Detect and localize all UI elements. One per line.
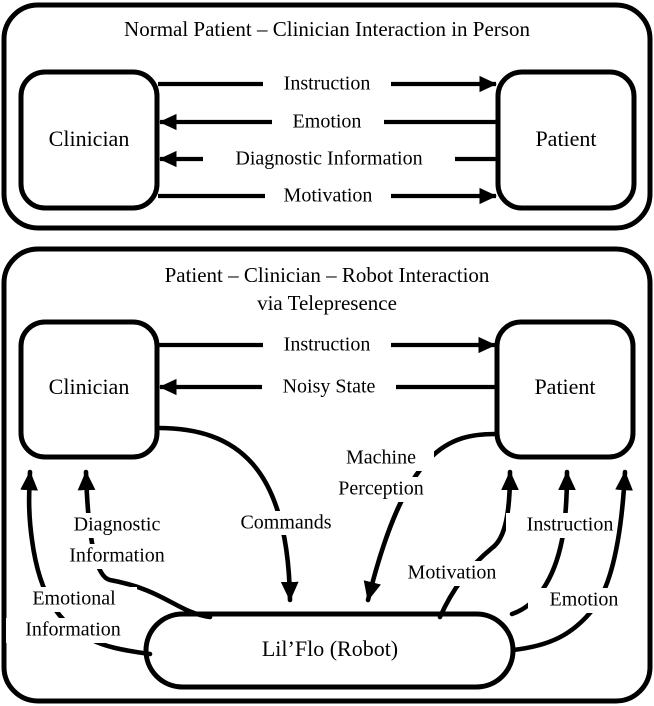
edge-instruction-in-person-label-bg: [263, 72, 391, 96]
edge-machine-perception-label-bg2: [327, 477, 437, 502]
edge-motivation-in-person: Motivation: [158, 184, 498, 208]
edge-emotion-robot: Emotion: [510, 469, 640, 653]
edge-machine-perception: Machine Perception: [327, 431, 499, 603]
edge-emotional-information-label-bg: [17, 587, 137, 612]
edge-machine-perception-label-line2: Perception: [338, 478, 424, 500]
edge-noisy-state-label-bg: [262, 375, 396, 399]
edge-emotional-information-label-line2: Information: [25, 619, 121, 641]
edge-instruction-robot: Instruction: [506, 469, 636, 617]
panel-telepresence: Patient – Clinician – Robot Interaction …: [1, 246, 653, 704]
node-clinician-in-person-label: Clinician: [49, 126, 130, 151]
edge-commands-label: Commands: [240, 512, 331, 534]
panel-telepresence-outline: [1, 246, 653, 704]
node-patient-telepresence[interactable]: [494, 319, 636, 460]
edge-diagnostic-information-in-person: Diagnostic Information: [158, 147, 497, 171]
node-patient-in-person[interactable]: [495, 69, 637, 211]
edge-commands: Commands: [155, 425, 346, 603]
edge-instruction-telepresence: Instruction: [158, 333, 497, 357]
edge-motivation-robot: Motivation: [389, 469, 519, 620]
edge-commands-label-bg: [222, 511, 346, 535]
edge-emotional-information: Emotional Information: [6, 469, 153, 657]
node-clinician-telepresence[interactable]: [18, 319, 160, 460]
edge-diagnostic-information-robot: Diagnostic Information: [50, 469, 213, 620]
edge-diagnostic-information-in-person-label: Diagnostic Information: [235, 148, 422, 170]
edge-diagnostic-information-robot-label-line2: Information: [69, 545, 165, 567]
edge-diagnostic-information-robot-label-bg2: [50, 544, 184, 569]
edge-motivation-in-person-label-bg: [265, 184, 391, 208]
node-clinician-telepresence-label: Clinician: [49, 374, 130, 399]
edge-emotion-in-person-label: Emotion: [293, 111, 362, 133]
edge-noisy-state-label: Noisy State: [283, 376, 376, 398]
panel-in-person: Normal Patient – Clinician Interaction i…: [1, 2, 653, 231]
edge-motivation-robot-label-bg: [389, 561, 515, 586]
edge-diagnostic-information-robot-label-line1: Diagnostic: [74, 514, 161, 536]
edge-instruction-telepresence-label-bg: [263, 333, 391, 357]
edge-emotion-in-person: Emotion: [158, 110, 497, 134]
panel-in-person-title: Normal Patient – Clinician Interaction i…: [124, 17, 530, 41]
edge-motivation-in-person-label: Motivation: [284, 185, 373, 207]
edge-machine-perception-label-line1: Machine: [346, 447, 416, 469]
panel-telepresence-title-line2: via Telepresence: [257, 291, 397, 315]
edge-motivation-robot-path: [437, 469, 519, 620]
edge-machine-perception-label-bg: [328, 446, 434, 471]
edge-emotional-information-label-line1: Emotional: [32, 588, 116, 610]
edge-emotional-information-label-bg2: [6, 618, 140, 643]
edge-motivation-robot-label: Motivation: [408, 562, 497, 584]
edge-instruction-in-person: Instruction: [158, 72, 498, 96]
edge-emotion-in-person-label-bg: [272, 110, 384, 134]
edge-instruction-robot-label-bg: [506, 513, 636, 538]
edge-commands-path: [155, 425, 299, 603]
edge-instruction-robot-label: Instruction: [527, 514, 614, 536]
edge-diagnostic-information-robot-label-bg: [53, 513, 181, 538]
edge-noisy-state: Noisy State: [158, 375, 496, 399]
node-patient-telepresence-label: Patient: [534, 374, 595, 399]
edge-emotion-robot-label-bg: [528, 588, 640, 613]
node-clinician-in-person[interactable]: [18, 69, 160, 211]
edge-emotion-robot-label: Emotion: [550, 589, 619, 611]
node-patient-in-person-label: Patient: [535, 126, 596, 151]
edge-instruction-in-person-label: Instruction: [284, 73, 371, 95]
node-robot-label: Lil’Flo (Robot): [262, 636, 398, 661]
edge-diagnostic-information-in-person-label-bg: [203, 147, 455, 171]
panel-telepresence-title-line1: Patient – Clinician – Robot Interaction: [165, 263, 490, 287]
edge-instruction-telepresence-label: Instruction: [284, 334, 371, 356]
